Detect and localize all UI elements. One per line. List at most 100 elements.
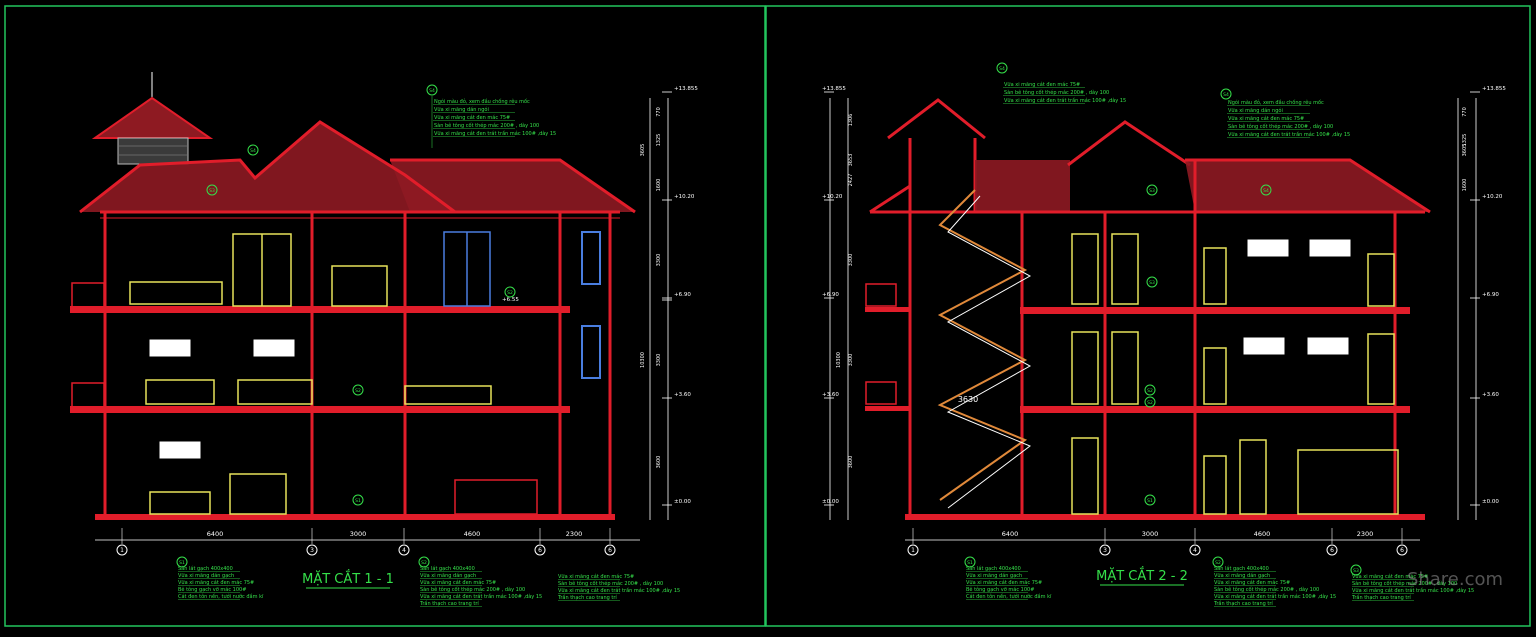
material-tag-label: S3 xyxy=(1149,188,1155,194)
material-tag-circle xyxy=(426,84,438,96)
note-line: Vữa xi măng cát đen trát trần mác 100# ,… xyxy=(558,586,680,594)
note-line: Sàn bê tông cốt thép mác 200# , dày 100 xyxy=(420,586,525,593)
watermark: Share.com xyxy=(1407,569,1503,590)
main-roof xyxy=(79,120,636,214)
level-markers-1 xyxy=(649,98,669,520)
material-tag-label: S2 xyxy=(421,560,427,566)
height-dim: 1600 xyxy=(1462,179,1468,192)
level-value: +6.90 xyxy=(674,292,691,298)
note-line: Sàn bê tông cốt thép mác 200# , dày 100 xyxy=(1352,580,1457,587)
height-dim: 3300 xyxy=(848,354,854,367)
bay-dim: 2300 xyxy=(566,530,583,538)
material-tag: S4 xyxy=(247,144,259,156)
top-note-line: Vữa xi măng cát đen trát trần mác 100# ,… xyxy=(1004,96,1126,104)
elevation-levels-2: +13.855+10.20+6.90+3.60±0.00+13.855+10.2… xyxy=(822,86,1506,506)
material-tag-label: S2 xyxy=(1147,388,1153,394)
height-dim: 770 xyxy=(1462,107,1468,117)
bay-dim: 6400 xyxy=(207,530,224,538)
bed-2 xyxy=(404,385,492,405)
note-line: Trần thạch cao trang trí xyxy=(557,593,617,601)
material-tag-circle xyxy=(1212,556,1224,568)
grid-bubble xyxy=(116,544,128,556)
material-tag-circle xyxy=(418,556,430,568)
level-value: ±0.00 xyxy=(674,499,691,505)
material-tag-label: S4 xyxy=(429,88,435,94)
roof-note-line: Vữa xi măng cát đen trát trần mác 100# ,… xyxy=(434,129,556,137)
height-dim: 3600 xyxy=(848,456,854,469)
material-tag-label: S3 xyxy=(1149,280,1155,286)
material-tag: S1 xyxy=(352,494,364,506)
note-line: Vữa xi măng cát đen trát trần mác 100# ,… xyxy=(420,592,542,600)
bay-dim: 4600 xyxy=(464,530,481,538)
material-tag-circle xyxy=(1144,384,1156,396)
material-tag-label: S1 xyxy=(355,498,361,504)
material-tag: S3 xyxy=(1350,564,1362,576)
material-tag: S3 xyxy=(206,184,218,196)
material-tag-circle xyxy=(206,184,218,196)
material-tag-circle xyxy=(964,556,976,568)
material-tag-circle xyxy=(996,62,1008,74)
grid-label: 3 xyxy=(1103,547,1107,554)
material-tag-label: S2 xyxy=(1147,400,1153,406)
floor-slabs-2 xyxy=(865,307,1425,520)
material-tag-circle xyxy=(1144,396,1156,408)
height-dim: 3605 xyxy=(640,144,646,157)
material-tag-circle xyxy=(247,144,259,156)
height-dim: 3605 xyxy=(1462,144,1468,157)
roof-note-line: Vữa xi măng dán ngói xyxy=(1228,107,1283,114)
sofa-3 xyxy=(149,491,211,515)
bay-dim: 3000 xyxy=(1142,530,1159,538)
note-line: Vữa xi măng dán gạch xyxy=(420,572,476,579)
sofa-1 xyxy=(145,379,215,405)
material-tag: S1 xyxy=(1144,494,1156,506)
grid-label: 6 xyxy=(538,547,542,554)
level-value-right: ±0.00 xyxy=(1482,499,1499,505)
grid-label: 4 xyxy=(1193,547,1197,554)
bay-dim: 6400 xyxy=(1002,530,1019,538)
level-value: +6.90 xyxy=(822,292,839,298)
roof-note-line: Sàn bê tông cốt thép mác 200# , dày 100 xyxy=(434,122,539,129)
height-dimensions-2: 1306365324273300330036001030077013251600… xyxy=(836,107,1468,468)
level-value-right: +6.90 xyxy=(1482,292,1499,298)
grid-label: 1 xyxy=(120,547,124,554)
note-line: Vữa xi măng cát đen mác 75# xyxy=(966,579,1042,586)
material-tag-circle xyxy=(1220,88,1232,100)
grid-label: 6 xyxy=(1400,547,1404,554)
furniture-elements xyxy=(129,231,538,515)
roof-vent-tower xyxy=(91,72,214,165)
material-tag-label: S1 xyxy=(1147,498,1153,504)
dresser xyxy=(331,265,388,307)
note-line: Bê tông gạch vỡ mác 100# xyxy=(966,586,1034,593)
material-tag-circle xyxy=(176,556,188,568)
structural-walls xyxy=(103,212,612,520)
section-title: MẶT CẮT 1 - 1 xyxy=(302,570,394,587)
note-line: Sàn lát gạch 400x400 xyxy=(966,565,1021,572)
level-value: +3.60 xyxy=(674,392,691,398)
grid-label: 4 xyxy=(402,547,406,554)
height-dim: 3300 xyxy=(656,354,662,367)
grid-bubble xyxy=(1189,544,1201,556)
elevation-levels: +13.855+10.20+6.55+6.90+3.60±0.00 xyxy=(502,86,698,506)
roof-note-line: Vữa xi măng cát đen trát trần mác 100# ,… xyxy=(1228,130,1350,138)
material-tag: S2 xyxy=(418,556,430,568)
grid-bubble xyxy=(306,544,318,556)
roof-note-line: Ngói màu đỏ, xem đầu chống rêu mốc xyxy=(434,97,530,105)
height-dim: 10300 xyxy=(640,352,646,368)
grid-label: 1 xyxy=(911,547,915,554)
frame-right xyxy=(765,5,1531,627)
note-line: Vữa xi măng dán gạch xyxy=(966,572,1022,579)
material-tag-circle xyxy=(1144,494,1156,506)
doors-2 xyxy=(1071,233,1399,515)
material-tag-label: S3 xyxy=(1353,568,1359,574)
material-tag-circle xyxy=(352,384,364,396)
